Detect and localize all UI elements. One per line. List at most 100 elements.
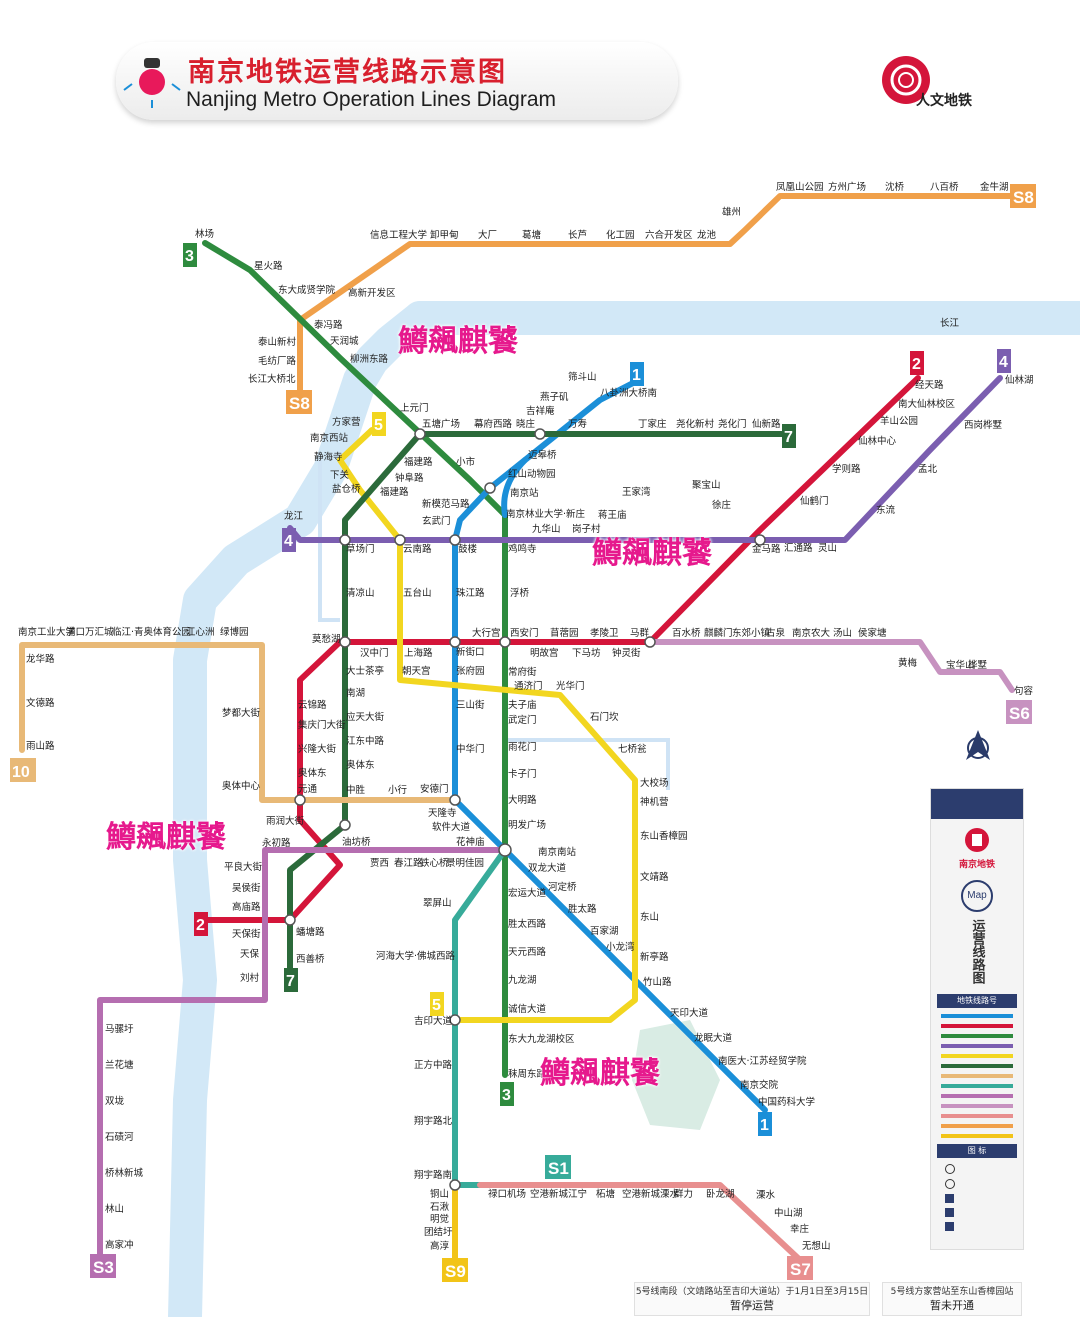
train-station-icon bbox=[945, 1208, 954, 1217]
badge-4-east: 4 bbox=[997, 349, 1011, 373]
station-label: 禄口机场 bbox=[488, 1188, 526, 1200]
station-label: 南湖 bbox=[346, 687, 365, 699]
notice-status: 暂未开通 bbox=[930, 1299, 974, 1312]
line-s1 bbox=[452, 847, 508, 1188]
station-label: 金马路 bbox=[752, 543, 781, 555]
legend-brand: 南京地铁 bbox=[958, 860, 995, 870]
station-label: 梦都大街 bbox=[222, 707, 261, 719]
station-label: 百水桥 bbox=[672, 627, 701, 639]
station-label: 石门坎 bbox=[590, 711, 619, 723]
badge-s6: S6 bbox=[1006, 700, 1032, 724]
station-label: 盐仓桥 bbox=[332, 483, 361, 495]
station-label: 桥林新城 bbox=[105, 1167, 144, 1179]
station-label: 方州广场 bbox=[828, 181, 866, 193]
station-label: 八百桥 bbox=[930, 181, 959, 193]
station-label: 麒麟门 bbox=[704, 627, 733, 639]
badge-3-south: 3 bbox=[500, 1082, 514, 1106]
station-label: 林山 bbox=[105, 1203, 124, 1215]
station-circle-icon bbox=[945, 1164, 955, 1174]
swatch-line-4 bbox=[941, 1044, 1013, 1048]
notice-text: 5号线南段（文靖路站至吉印大道站）于1月1日至3月15日 bbox=[635, 1287, 869, 1297]
station-label: 南京农大 bbox=[792, 627, 831, 639]
station-label: 东大成贤学院 bbox=[278, 284, 336, 296]
badge-s3: S3 bbox=[90, 1254, 116, 1278]
station-label: 大明路 bbox=[508, 794, 537, 806]
badge-1-south: 1 bbox=[758, 1112, 772, 1136]
station-label: 天隆寺 bbox=[428, 807, 457, 819]
badge-7-east: 7 bbox=[782, 424, 796, 448]
station-label: 应天大街 bbox=[346, 711, 385, 723]
station-label: 南医大·江苏经贸学院 bbox=[718, 1055, 807, 1067]
swatch-line-5 bbox=[941, 1054, 1013, 1058]
svg-text:S9: S9 bbox=[445, 1262, 466, 1281]
notice-text: 5号线方家营站至东山香樟园站 bbox=[890, 1287, 1014, 1297]
station-label: 汉中门 bbox=[360, 647, 389, 659]
line-3 bbox=[202, 240, 508, 1078]
station-label: 浦口万汇城 bbox=[66, 626, 114, 638]
station-label: 铜山 bbox=[430, 1188, 449, 1200]
station-label: 平良大街 bbox=[224, 861, 263, 873]
station-label: 东流 bbox=[876, 504, 896, 516]
station-label: 空港新城溧水 bbox=[622, 1188, 680, 1200]
swatch-line-s6 bbox=[941, 1104, 1013, 1108]
station-label: 安德门 bbox=[420, 783, 449, 795]
line-5 bbox=[337, 427, 638, 1023]
page-subtitle: Nanjing Metro Operation Lines Diagram bbox=[186, 88, 557, 111]
swatch-line-2 bbox=[941, 1024, 1013, 1028]
station-label: 百家湖 bbox=[590, 925, 619, 937]
station-label: 仙林湖 bbox=[1005, 374, 1034, 386]
station-label: 钟灵街 bbox=[612, 647, 641, 659]
station-label: 筛斗山 bbox=[568, 371, 597, 383]
station-label: 绿博园 bbox=[220, 626, 249, 638]
station-label: 临江·青奥体育公园 bbox=[112, 626, 191, 638]
badge-2-east: 2 bbox=[910, 351, 924, 375]
station-label: 马骡圩 bbox=[105, 1023, 134, 1035]
legend-icon-list bbox=[945, 1164, 1009, 1231]
station-label: 双垅 bbox=[105, 1095, 125, 1107]
station-label: 尧化门 bbox=[718, 418, 747, 430]
airport-icon bbox=[945, 1194, 954, 1203]
station-label: 小龙湾 bbox=[606, 941, 635, 953]
station-label: 草场门 bbox=[346, 543, 375, 555]
svg-text:2: 2 bbox=[196, 917, 205, 934]
station-label: 大士茶亭 bbox=[346, 665, 384, 677]
yangtze-river bbox=[168, 301, 1080, 1317]
station-label: 无想山 bbox=[802, 1240, 831, 1252]
svg-text:10: 10 bbox=[12, 764, 30, 781]
station-label: 句容 bbox=[1014, 685, 1034, 697]
station-label: 雨山路 bbox=[26, 740, 55, 752]
station-label: 玄武门 bbox=[422, 515, 451, 527]
station-label: 明发广场 bbox=[508, 819, 546, 831]
badge-3-north: 3 bbox=[183, 243, 197, 267]
svg-text:S8: S8 bbox=[1013, 188, 1034, 207]
station-label: 黄梅 bbox=[898, 657, 918, 669]
culture-metro-logo: 人文地铁 bbox=[876, 46, 974, 122]
legend-panel: 南京地铁 Map 运营线路图 地铁线路号 图 标 bbox=[930, 788, 1024, 1250]
station-label: 中胜 bbox=[346, 784, 366, 796]
badge-s8-south: S8 bbox=[286, 390, 312, 414]
station-label: 云南路 bbox=[403, 543, 432, 555]
station-label: 化工园 bbox=[606, 229, 635, 241]
interchange-markers bbox=[284, 428, 766, 1191]
notice-status: 暂停运营 bbox=[730, 1299, 774, 1312]
station-label: 竹山路 bbox=[643, 976, 672, 988]
station-label: 孝陵卫 bbox=[590, 628, 619, 639]
station-label: 上海路 bbox=[404, 647, 433, 659]
station-label: 常府街 bbox=[508, 666, 537, 678]
station-label: 古泉 bbox=[766, 627, 786, 639]
station-label: 下马坊 bbox=[572, 647, 601, 659]
station-label: 清凉山 bbox=[346, 587, 375, 599]
station-label: 吉印大道 bbox=[414, 1015, 453, 1027]
station-label: 东郊小镇 bbox=[732, 627, 771, 639]
legend-lines-header: 地铁线路号 bbox=[937, 994, 1017, 1008]
svg-text:2: 2 bbox=[912, 356, 921, 373]
station-label: 柘塘 bbox=[596, 1188, 616, 1200]
notice-line5-south: 5号线南段（文靖路站至吉印大道站）于1月1日至3月15日 暂停运营 bbox=[634, 1282, 870, 1316]
station-label: 中华门 bbox=[456, 743, 485, 755]
station-label: 雨花门 bbox=[508, 741, 537, 753]
legend-header bbox=[931, 789, 1023, 819]
station-label: 胜太路 bbox=[568, 903, 597, 915]
station-label: 珠江路 bbox=[456, 587, 485, 599]
station-label: 下关 bbox=[330, 469, 350, 481]
station-label: 东山香樟园 bbox=[640, 830, 688, 842]
